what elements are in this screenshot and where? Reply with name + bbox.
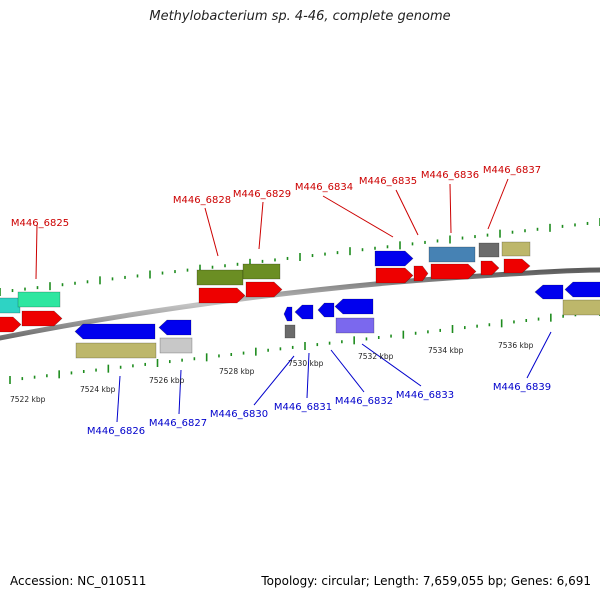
gene-label-forward: M446_6837: [483, 165, 541, 176]
map-title: Methylobacterium sp. 4-46, complete geno…: [149, 9, 451, 24]
feature-block: [196, 269, 244, 286]
feature-block: [75, 342, 157, 359]
gene-arrow-forward: [198, 287, 246, 304]
gene-label-reverse: M446_6826: [87, 426, 145, 437]
gene-arrow-forward: [375, 267, 414, 284]
leader-line: [487, 178, 509, 230]
leader-line: [322, 195, 394, 238]
leader-line: [449, 183, 452, 234]
upper-scale-ticks: [0, 218, 600, 296]
gene-label-reverse: M446_6831: [274, 402, 332, 413]
gene-label-forward: M446_6828: [173, 195, 231, 206]
leader-line: [204, 207, 219, 257]
gene-label-forward: M446_6834: [295, 182, 353, 193]
scale-label: 7522 kbp: [10, 395, 46, 404]
gene-arrow-forward: [21, 310, 63, 327]
genome-summary-text: Topology: circular; Length: 7,659,055 bp…: [261, 574, 591, 588]
gene-arrow-reverse: [334, 298, 374, 315]
leader-line: [330, 349, 365, 393]
leader-line: [361, 343, 422, 387]
gene-label-forward: M446_6836: [421, 170, 479, 181]
feature-block: [0, 297, 21, 314]
leader-line: [395, 189, 419, 236]
gene-arrow-forward: [374, 250, 414, 267]
gene-arrow-reverse: [283, 306, 293, 322]
leader-line: [526, 331, 552, 379]
gene-arrow-reverse: [534, 284, 564, 300]
gene-label-reverse: M446_6839: [493, 382, 551, 393]
gene-arrow-forward: [503, 258, 531, 274]
gene-label-forward: M446_6835: [359, 176, 417, 187]
gene-arrow-reverse: [294, 304, 314, 320]
leader-line: [306, 352, 310, 399]
feature-block: [562, 299, 600, 316]
feature-block: [284, 324, 296, 339]
scale-label: 7530 kbp: [288, 359, 324, 368]
gene-arrow-reverse: [158, 319, 192, 336]
gene-label-reverse: M446_6830: [210, 409, 268, 420]
feature-block: [501, 241, 531, 257]
scale-label: 7524 kbp: [80, 385, 116, 394]
feature-block: [17, 291, 61, 308]
gene-arrow-reverse: [564, 281, 600, 298]
gene-arrow-forward: [480, 260, 500, 276]
leader-line: [258, 201, 264, 250]
leader-line: [178, 369, 182, 415]
feature-block: [478, 242, 500, 258]
feature-block: [159, 337, 193, 354]
scale-label: 7528 kbp: [219, 367, 255, 376]
gene-arrow-forward: [245, 281, 283, 298]
accession-text: Accession: NC_010511: [10, 574, 147, 588]
gene-arrow-forward: [430, 263, 477, 280]
scale-label: 7532 kbp: [358, 352, 394, 361]
gene-arrow-forward: [413, 265, 429, 282]
leader-line: [253, 355, 295, 406]
leader-line: [116, 375, 121, 423]
scale-label: 7534 kbp: [428, 346, 464, 355]
gene-label-forward: M446_6829: [233, 189, 291, 200]
feature-block: [335, 317, 375, 334]
feature-block: [242, 263, 281, 280]
scale-label: 7526 kbp: [149, 376, 185, 385]
gene-label-reverse: M446_6833: [396, 390, 454, 401]
feature-block: [428, 246, 476, 263]
leader-line: [35, 224, 38, 280]
scale-label: 7536 kbp: [498, 341, 534, 350]
gene-label-forward: M446_6825: [11, 218, 69, 229]
gene-label-reverse: M446_6832: [335, 396, 393, 407]
gene-label-reverse: M446_6827: [149, 418, 207, 429]
gene-arrow-forward: [0, 316, 22, 333]
gene-arrow-reverse: [74, 323, 156, 340]
gene-arrow-reverse: [317, 302, 335, 318]
